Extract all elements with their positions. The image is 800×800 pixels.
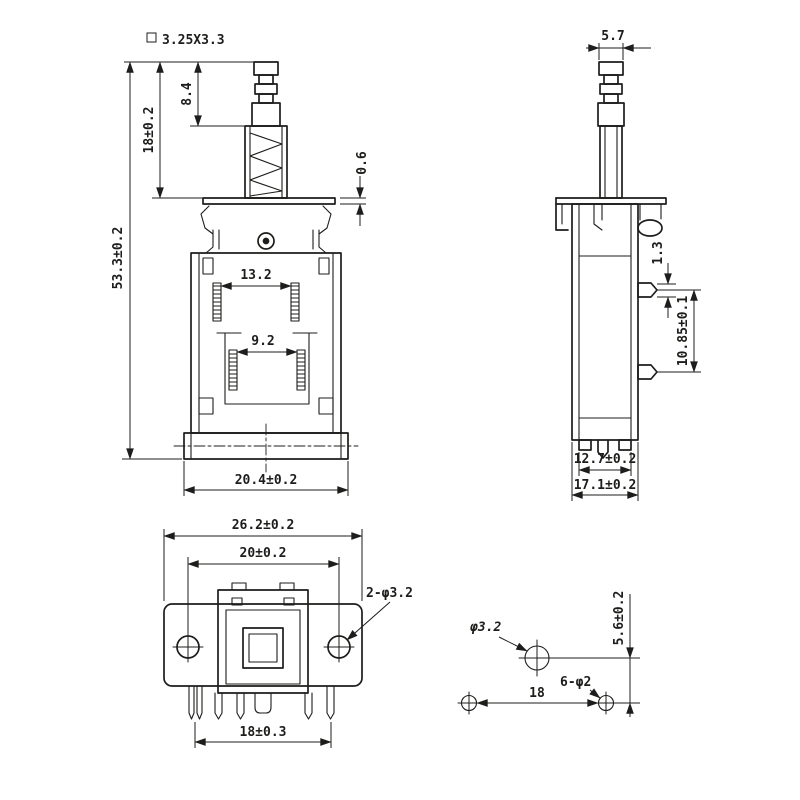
side-part	[555, 61, 667, 459]
dim-label: 6-φ2	[560, 675, 591, 690]
contact-strip	[212, 282, 222, 322]
dim-front-contact-gap-mid: 9.2	[236, 334, 298, 356]
side-terminal-upper	[637, 282, 658, 298]
pin	[236, 692, 245, 720]
dim-side-terminal-spacing: 10.85±0.1	[657, 289, 701, 373]
mount-hole-right	[323, 631, 355, 663]
dim-label: 20.4±0.2	[235, 473, 298, 488]
dim-front-plate-thickness: 0.6	[340, 151, 370, 226]
dim-mount-hole-dia: φ3.2	[469, 620, 528, 652]
front-rivet-inner	[262, 237, 270, 245]
dim-label: 17.1±0.2	[574, 478, 637, 493]
dim-bottom-hole-spacing: 20±0.2	[187, 546, 340, 633]
dim-label: 9.2	[251, 334, 274, 349]
dim-label: 8.4	[180, 82, 195, 106]
dim-side-terminal-thickness: 1.3	[651, 241, 676, 318]
pin-hole-small-left	[457, 691, 481, 715]
dim-label: 53.3±0.2	[111, 227, 126, 290]
pin-layout: 18 φ3.2 6-φ2 5.6±0.2	[457, 591, 640, 717]
contact-strip	[228, 349, 238, 391]
dim-side-plunger-width: 5.7	[586, 29, 651, 60]
contact-strip	[296, 349, 306, 391]
side-body	[571, 203, 639, 441]
dim-label: 18±0.3	[240, 725, 287, 740]
pin	[188, 685, 195, 720]
front-rivet-outer	[257, 232, 275, 250]
front-flange-plate	[200, 197, 336, 235]
bottom-dimensions: 26.2±0.2 20±0.2 2-φ3.2 18±0.3	[163, 518, 413, 748]
mount-hole-left	[172, 631, 204, 663]
square-note-label: 3.25X3.3	[162, 33, 225, 48]
dim-label: φ3.2	[469, 620, 501, 635]
pin	[304, 692, 313, 720]
dim-square-note: 3.25X3.3	[146, 32, 225, 48]
dim-label: 0.6	[355, 151, 370, 175]
square-section-symbol	[146, 32, 157, 43]
dim-label: 10.85±0.1	[676, 296, 691, 367]
dim-front-base-width: 20.4±0.2	[183, 461, 349, 496]
mounting-plate	[163, 603, 363, 687]
bottom-view: 26.2±0.2 20±0.2 2-φ3.2 18±0.3	[163, 518, 413, 748]
dim-label: 5.6±0.2	[612, 591, 627, 646]
dim-bottom-plate-width: 26.2±0.2	[163, 518, 363, 601]
pin	[326, 685, 335, 720]
front-part	[173, 61, 359, 473]
side-feet	[578, 439, 632, 459]
dim-front-contact-gap-top: 13.2	[220, 268, 292, 290]
dim-front-total-height: 53.3±0.2	[111, 61, 134, 460]
front-extension-lines	[122, 61, 254, 460]
dim-pin-holes-note: 6-φ2	[560, 675, 601, 699]
dim-bottom-mount-holes-note: 2-φ3.2	[346, 586, 413, 641]
front-spring-housing	[244, 125, 288, 199]
front-view: 3.25X3.3 8.4 18±0.2 53.3±0.2 0.6	[111, 32, 370, 496]
dim-label: 26.2±0.2	[232, 518, 295, 533]
dim-label: 2-φ3.2	[366, 586, 413, 601]
center-pin	[254, 692, 272, 714]
dim-label: 18	[529, 686, 545, 701]
dim-label: 13.2	[240, 268, 271, 283]
side-plunger	[597, 61, 625, 127]
bottom-pins	[188, 685, 335, 720]
side-slot	[637, 219, 663, 237]
dim-label: 5.7	[601, 29, 624, 44]
dim-bottom-pin-span: 18±0.3	[194, 722, 332, 748]
dim-row-offset: 5.6±0.2	[549, 591, 640, 717]
front-plunger	[251, 61, 281, 127]
dim-front-upper-height: 18±0.2	[142, 61, 164, 199]
dim-label: 20±0.2	[240, 546, 287, 561]
bottom-body	[217, 582, 309, 694]
bottom-part	[163, 582, 363, 720]
spring-icon	[249, 132, 283, 197]
dim-pin-spacing: 18	[476, 686, 599, 707]
pin	[214, 692, 223, 720]
pin-layout-dimensions: 18 φ3.2 6-φ2 5.6±0.2	[469, 591, 640, 717]
front-body	[190, 229, 342, 434]
dim-label: 18±0.2	[142, 107, 157, 154]
side-dimensions: 5.7 1.3 10.85±0.1 12.7±0.2 17.1	[571, 29, 701, 501]
button-inner	[248, 633, 278, 663]
dim-label: 1.3	[651, 241, 666, 264]
dim-side-outer-width: 17.1±0.2	[571, 442, 639, 501]
pin-hole-small-right	[594, 691, 618, 715]
contact-strip	[290, 282, 300, 322]
dim-front-plunger-height: 8.4	[180, 61, 202, 127]
side-view: 5.7 1.3 10.85±0.1 12.7±0.2 17.1	[555, 29, 701, 501]
dim-side-inner-width: 12.7±0.2	[574, 452, 637, 476]
front-dimensions: 3.25X3.3 8.4 18±0.2 53.3±0.2 0.6	[111, 32, 370, 496]
dim-label: 12.7±0.2	[574, 452, 637, 467]
side-terminal-lower	[637, 364, 658, 380]
pin	[196, 685, 203, 720]
button-outer	[242, 627, 284, 669]
side-shaft	[599, 125, 623, 199]
